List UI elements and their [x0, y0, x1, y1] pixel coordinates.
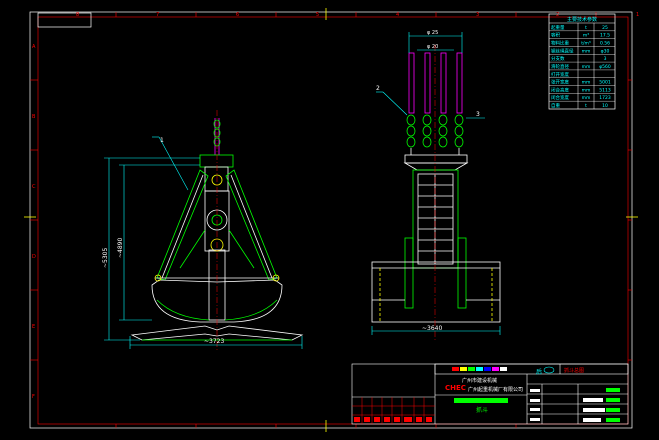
dim-front-overall-height: ~5305 — [102, 248, 109, 268]
dim-top-width-outer: φ 25 — [427, 30, 438, 36]
zone-label-top: 4 — [396, 12, 399, 18]
spec-cell-unit: mm — [582, 81, 591, 86]
title-block-grid-left — [352, 397, 435, 424]
spec-cell-value: 0.56 — [600, 41, 610, 47]
spec-cell-name: 起重量 — [551, 24, 565, 31]
title-block — [351, 363, 629, 425]
title-block-white-marks — [530, 389, 605, 422]
spec-cell-name: 容积 — [551, 32, 560, 39]
spec-cell-name: 张开宽度 — [551, 79, 569, 86]
zone-label-side: F — [32, 394, 35, 400]
spec-cell-unit: t/m³ — [581, 41, 591, 47]
side-dimensions — [371, 32, 501, 335]
spec-cell-name: 打开宽度 — [551, 71, 569, 78]
spec-cell-value: 5001 — [599, 80, 611, 86]
center-marks — [24, 8, 638, 432]
color-swatch — [468, 367, 475, 371]
outer-border — [29, 11, 633, 429]
dim-side-width: ~3640 — [422, 325, 442, 332]
spec-cell-unit: t — [585, 103, 587, 109]
spec-cell-value: φ560 — [599, 64, 611, 70]
zone-label-top: 8 — [76, 12, 79, 18]
spec-cell-unit: mm — [582, 88, 591, 93]
zone-label-top: 5 — [316, 12, 319, 18]
spec-cell-name: 滑轮直径 — [551, 63, 569, 70]
spec-cell-value: 17.5 — [600, 33, 610, 39]
company-logo-icon — [543, 366, 555, 374]
border-zone-marks — [30, 12, 632, 428]
leader-label-front: 1 — [160, 137, 164, 144]
title-block-red-fills — [354, 417, 432, 422]
color-swatch — [500, 367, 507, 371]
spec-cell-name: 钢丝绳直径 — [551, 47, 574, 54]
spec-cell-name: 闭合高度 — [551, 86, 569, 93]
spec-cell-unit: mm — [582, 96, 591, 101]
spec-cell-unit: mm — [582, 49, 591, 54]
front-view — [130, 110, 304, 350]
dim-top-width-inner: φ 20 — [427, 44, 438, 50]
color-swatch — [476, 367, 483, 371]
spec-cell-unit: m³ — [583, 33, 589, 39]
product-header: 抓斗总图 — [564, 367, 584, 374]
title-block-green-fills — [454, 388, 620, 422]
side-view — [371, 45, 501, 340]
zone-label-top: 3 — [476, 12, 479, 18]
spec-cell-unit: t — [585, 25, 587, 31]
zone-label-top: 1 — [636, 12, 639, 18]
drawing-name: 抓斗 — [476, 406, 488, 414]
dim-front-inner-height: ~4890 — [117, 238, 124, 258]
zone-label-side: E — [32, 324, 35, 330]
zone-label-side: B — [32, 114, 36, 120]
leader-label-side-left: 2 — [376, 85, 380, 92]
color-swatch — [484, 367, 491, 371]
color-swatch — [492, 367, 499, 371]
front-dimensions — [104, 136, 303, 349]
zone-label-side: A — [32, 44, 36, 50]
logo-mark-text: 后 — [536, 368, 542, 376]
spec-cell-name: 闭合宽度 — [551, 94, 569, 101]
color-swatch — [460, 367, 467, 371]
spec-cell-value: φ30 — [601, 48, 610, 54]
color-swatch — [452, 367, 459, 371]
zone-label-top: 7 — [156, 12, 159, 18]
company-top-text: 广州市建设机械 — [462, 377, 497, 384]
dim-front-width: ~3723 — [204, 338, 224, 345]
spec-cell-value: 1723 — [599, 95, 611, 101]
company-logo-text: CHEC — [445, 384, 466, 392]
zone-label-top: 2 — [556, 12, 559, 18]
inner-border — [37, 16, 629, 425]
spec-cell-value: 5113 — [599, 87, 611, 93]
leader-label-side-right: 3 — [476, 111, 480, 118]
spec-table-title: 主要技术参数 — [567, 16, 597, 23]
spec-cell-name: 自重 — [551, 102, 560, 109]
zone-label-side: C — [32, 184, 36, 190]
spec-table: 主要技术参数 起重量 t 25 容积 m³ 17.5 物料比重 t/m³ 0.56 钢丝绳直径 mm… — [548, 13, 616, 110]
company-full-name: 广州起重机械厂有限公司 — [468, 386, 523, 393]
spec-cell-value: 3 — [604, 56, 607, 62]
spec-cell-name: 分支数 — [551, 55, 565, 62]
zone-label-top: 6 — [236, 12, 239, 18]
zone-label-side: D — [32, 254, 36, 260]
color-swatch-strip — [452, 367, 507, 371]
spec-cell-value: 10 — [602, 103, 608, 109]
spec-cell-unit: mm — [582, 65, 591, 70]
spec-cell-name: 物料比重 — [551, 40, 569, 47]
corner-label-box — [37, 12, 92, 28]
spec-cell-value: 25 — [602, 25, 608, 31]
